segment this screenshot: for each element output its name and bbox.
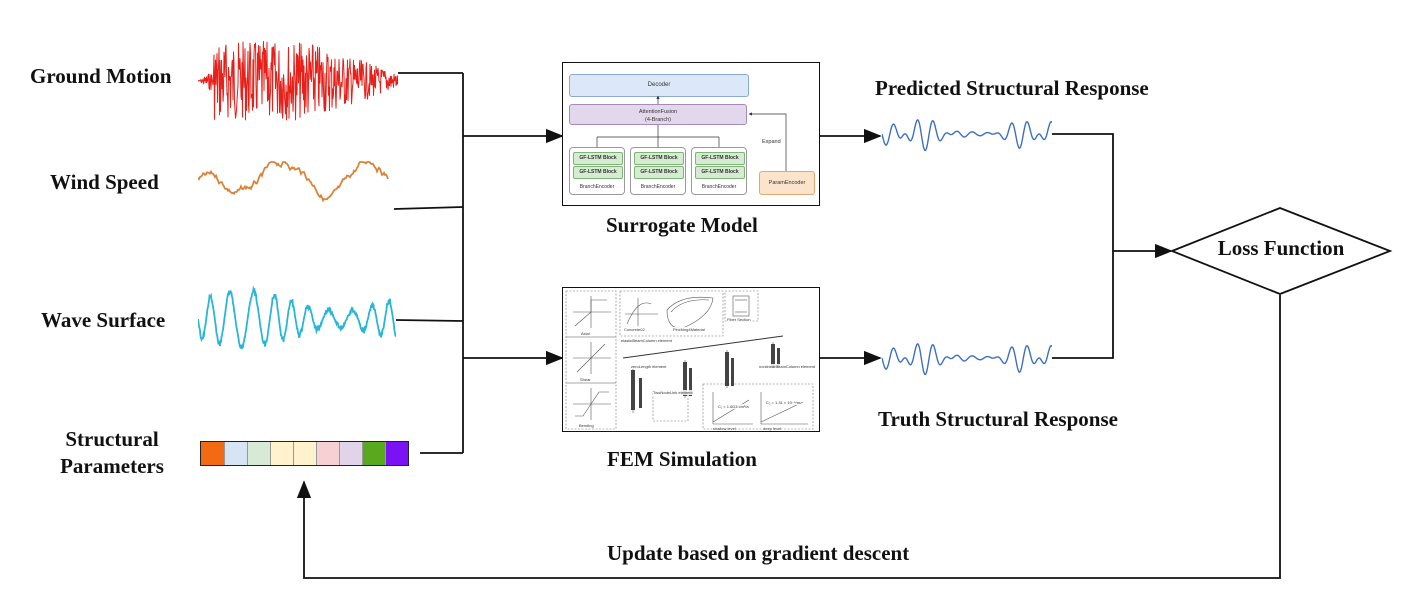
gf-lstm-block: GF-LSTM Block [573, 152, 623, 165]
fem-schematic [565, 290, 814, 430]
fem-annotation-bending: Bending [579, 423, 594, 428]
fem-annotation-zero-length: zeroLength element [631, 364, 667, 369]
predicted-response-waveform [882, 119, 1052, 152]
predicted-response-label: Predicted Structural Response [875, 76, 1149, 100]
fem-annotation-truss: TwoNodeLink element [653, 390, 693, 395]
feedback-path [296, 295, 1281, 579]
param-encoder-label: ParamEncoder [768, 180, 806, 186]
attention-fusion-block: AttentionFusion (4-Branch) [569, 104, 747, 125]
ground-motion-label: Ground Motion [30, 64, 172, 88]
gf-lstm-block: GF-LSTM Block [695, 152, 745, 165]
gf-lstm-block: GF-LSTM Block [634, 166, 684, 179]
fem-annotation-pinching: Pinching4Material [673, 327, 705, 332]
fem-simulation-caption: FEM Simulation [607, 447, 757, 471]
truth-response-waveform [882, 343, 1052, 376]
wave-surface-wire [395, 319, 464, 322]
wind-speed-wire [393, 206, 464, 210]
wind-speed-label: Wind Speed [50, 170, 159, 194]
parameter-cell [339, 442, 362, 465]
surrogate-internal-wires [596, 95, 787, 171]
branch-encoder-label: BranchEncoder [640, 184, 676, 190]
predicted-to-loss [1052, 133, 1114, 359]
wave-surface-waveform [198, 285, 396, 350]
fem-annotation-nonlinear-beam-column: nonlinearBeamColumn element [759, 364, 816, 369]
parameter-cell [385, 442, 408, 465]
param-encoder-block: ParamEncoder [759, 171, 815, 195]
parameter-cell [362, 442, 385, 465]
wave-surface-label: Wave Surface [41, 308, 166, 332]
attention-label-line2: (4-Branch) [645, 117, 671, 123]
fem-annotation-shear: Shear [580, 377, 591, 382]
fem-annotation-eq-1: C₁ = 1.6D3 cm²/a [718, 404, 749, 409]
truth-response-label: Truth Structural Response [878, 407, 1118, 431]
wind-speed-waveform [198, 161, 389, 203]
gf-lstm-block: GF-LSTM Block [634, 152, 684, 165]
parameter-cell [293, 442, 316, 465]
gf-lstm-block: GF-LSTM Block [695, 166, 745, 179]
parameter-vector [200, 441, 409, 466]
fem-annotation-eq-2: C₂ = 1.31 × 10⁻⁴/m [766, 400, 801, 405]
parameter-cell [270, 442, 293, 465]
fem-annotation-concrete: Concrete02 [624, 327, 645, 332]
structural-parameters-label: Structural Parameters [42, 427, 182, 479]
ground-motion-waveform [198, 41, 398, 121]
gradient-descent-label: Update based on gradient descent [607, 541, 910, 565]
parameter-cell [247, 442, 270, 465]
parameter-cell [201, 442, 224, 465]
decoder-label: Decoder [647, 82, 671, 88]
parameter-cell [316, 442, 339, 465]
fem-annotation-shallow-level: shallow level [713, 426, 736, 431]
expand-label: Expand [762, 139, 781, 145]
attention-label-line1: AttentionFusion [638, 109, 678, 115]
structural-parameters-line1: Structural [65, 427, 159, 451]
fem-annotation-deep-level: deep level [763, 426, 782, 431]
fem-annotation-fiber-section: Fiber Section [727, 317, 751, 322]
surrogate-model-caption: Surrogate Model [606, 213, 758, 237]
branch-encoder-label: BranchEncoder [579, 184, 615, 190]
fem-annotation-axial: Axial [581, 331, 590, 336]
loss-function-diamond [1169, 207, 1393, 295]
loss-function-label: Loss Function [1217, 236, 1345, 260]
gf-lstm-block: GF-LSTM Block [573, 166, 623, 179]
fem-annotation-elastic-beam-column: elasticBeamColumn element [621, 338, 672, 343]
parameter-cell [224, 442, 247, 465]
branch-encoder-label: BranchEncoder [701, 184, 737, 190]
structural-parameters-line2: Parameters [60, 454, 164, 478]
surrogate-model-box: Decoder AttentionFusion (4-Branch) GF-LS… [562, 62, 820, 206]
